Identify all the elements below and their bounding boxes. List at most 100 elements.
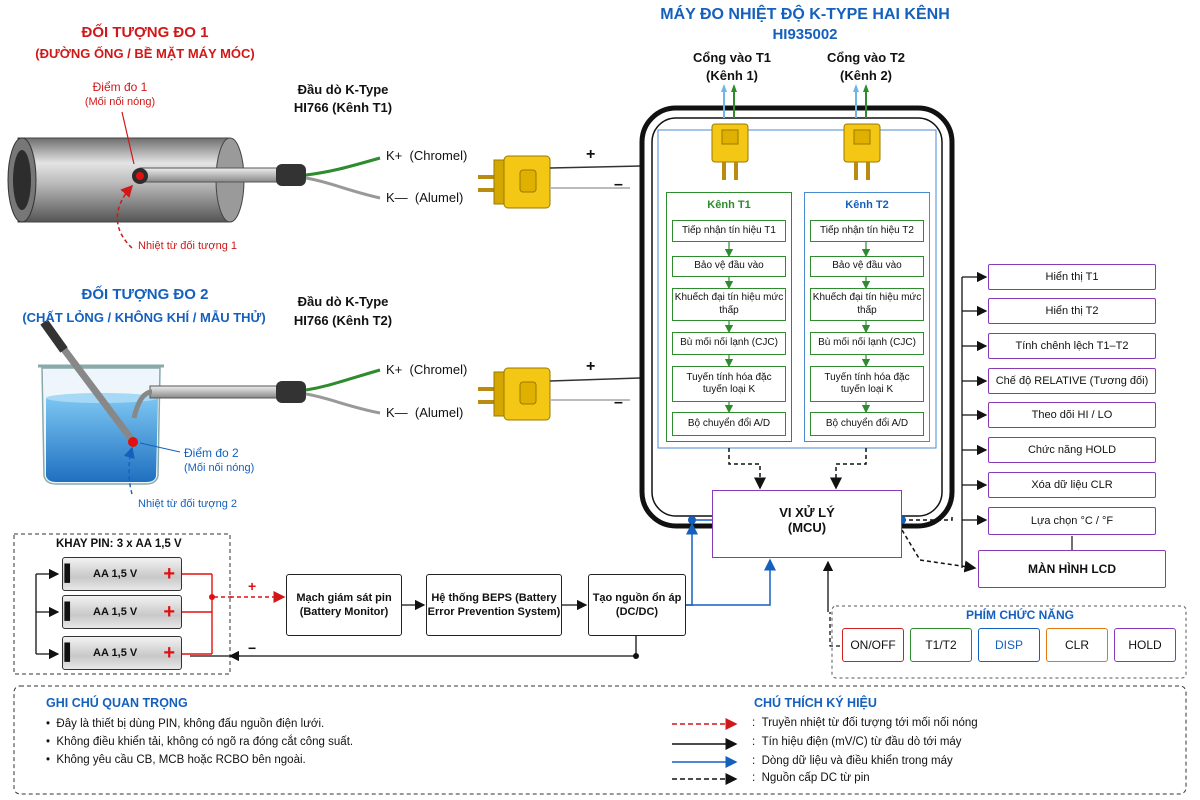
channel-t1-panel: Kênh T1 [666, 192, 792, 442]
t2-step-cjc: Bù mối nối lạnh (CJC) [810, 332, 924, 355]
legend-item-heat: : Truyền nhiệt từ đối tượng tới mối nối … [752, 717, 978, 729]
key-hold[interactable]: HOLD [1114, 628, 1176, 662]
battery-pos-icon: + [163, 600, 175, 623]
t2-step-amplify: Khuếch đại tín hiệu mức thấp [810, 288, 924, 321]
object2-heat-label: Nhiệt từ đối tượng 2 [138, 498, 237, 510]
battery-cell-2-label: AA 1,5 V [93, 606, 138, 618]
supply-plus: + [248, 578, 257, 594]
function-diff: Tính chênh lệch T1–T2 [988, 333, 1156, 359]
probe2-model: HI766 (Kênh T2) [293, 313, 393, 328]
mcu-subtitle: (MCU) [787, 520, 827, 535]
function-clr: Xóa dữ liệu CLR [988, 472, 1156, 498]
plug-t1-icon [478, 155, 641, 209]
battery-tray-title: KHAY PIN: 3 x AA 1,5 V [56, 538, 182, 550]
battery-cell-3: ▌ AA 1,5 V + [62, 636, 182, 670]
t1-step-amplify: Khuếch đại tín hiệu mức thấp [672, 288, 786, 321]
function-units: Lựa chọn °C / °F [988, 507, 1156, 535]
probe1-kminus: K— (Alumel) [386, 190, 463, 205]
legend-title: CHÚ THÍCH KÝ HIỆU [754, 696, 877, 710]
key-clr[interactable]: CLR [1046, 628, 1108, 662]
supply-minus: − [248, 640, 257, 656]
mcu-box: VI XỬ LÝ (MCU) [712, 490, 902, 558]
device-title: MÁY ĐO NHIỆT ĐỘ K-TYPE HAI KÊNH [660, 6, 950, 23]
legend-text-heat: Truyền nhiệt từ đối tượng tới mối nối nó… [761, 717, 978, 729]
t2-step-adc: Bộ chuyển đổi A/D [810, 412, 924, 436]
probe2-kplus-name: (Chromel) [409, 362, 468, 377]
beaker-illustration [38, 364, 164, 485]
function-display-t1: Hiển thị T1 [988, 264, 1156, 290]
battery-cell-2: ▌ AA 1,5 V + [62, 595, 182, 629]
channel-t1-title: Kênh T1 [707, 199, 751, 211]
key-onoff[interactable]: ON/OFF [842, 628, 904, 662]
plug1-plus: + [586, 146, 596, 163]
object2-point-sub: (Mối nối nóng) [184, 462, 255, 474]
function-relative: Chế độ RELATIVE (Tương đối) [988, 368, 1156, 394]
battery-cell-1: ▌ AA 1,5 V + [62, 557, 182, 591]
object1-title: ĐỐI TƯỢNG ĐO 1 [81, 24, 209, 41]
battery-monitor-box: Mạch giám sát pin (Battery Monitor) [286, 574, 402, 636]
port1-label: Cổng vào T1 [692, 50, 771, 65]
notes-list: • Đây là thiết bị dùng PIN, không đấu ng… [46, 718, 606, 772]
battery-neg-icon: ▌ [64, 603, 76, 620]
legend-item-signal: : Tín hiệu điện (mV/C) từ đầu dò tới máy [752, 736, 962, 748]
channel-t2-panel: Kênh T2 [804, 192, 930, 442]
port2-sub: (Kênh 2) [840, 68, 892, 83]
key-t1t2[interactable]: T1/T2 [910, 628, 972, 662]
probe1-kminus-name: (Alumel) [414, 190, 464, 205]
probe1-kplus: K+ (Chromel) [386, 148, 467, 163]
legend-item-power: : Nguồn cấp DC từ pin [752, 772, 870, 784]
probe1-kminus-sym: K— [386, 190, 408, 205]
probe2-title: Đầu dò K-Type [297, 294, 389, 309]
function-hilo: Theo dõi HI / LO [988, 402, 1156, 428]
probe1-model: HI766 (Kênh T1) [293, 100, 393, 115]
legend-item-data: : Dòng dữ liệu và điều khiển trong máy [752, 755, 953, 767]
object2-title: ĐỐI TƯỢNG ĐO 2 [81, 286, 209, 303]
port1-sub: (Kênh 1) [706, 68, 758, 83]
note-text-1: Đây là thiết bị dùng PIN, không đấu nguồ… [56, 718, 325, 730]
plug2-minus: – [614, 394, 623, 411]
t2-step-protect: Bảo vệ đầu vào [810, 256, 924, 277]
probe2-kminus-name: (Alumel) [414, 405, 464, 420]
t1-step-protect: Bảo vệ đầu vào [672, 256, 786, 277]
keys-title: PHÍM CHỨC NĂNG [966, 608, 1074, 622]
plug-t2-icon [478, 367, 641, 421]
probe2-kminus: K— (Alumel) [386, 405, 463, 420]
battery-neg-icon: ▌ [64, 644, 76, 661]
port2-label: Cổng vào T2 [826, 50, 905, 65]
object1-subtitle: (ĐƯỜNG ỐNG / BỀ MẶT MÁY MÓC) [35, 46, 255, 61]
function-display-t2: Hiển thị T2 [988, 298, 1156, 324]
t1-step-linearize: Tuyến tính hóa đặc tuyến loại K [672, 366, 786, 402]
note-item: • Không điều khiển tải, không có ngõ ra … [46, 736, 354, 748]
dcdc-box: Tạo nguồn ổn áp (DC/DC) [588, 574, 686, 636]
battery-cell-3-label: AA 1,5 V [93, 647, 138, 659]
plug2-plus: + [586, 358, 596, 375]
legend-text-power: Nguồn cấp DC từ pin [761, 772, 870, 784]
battery-pos-icon: + [163, 562, 175, 585]
probe2-kplus-sym: K+ [386, 362, 403, 377]
t1-step-receive: Tiếp nhận tín hiệu T1 [672, 220, 786, 242]
note-text-3: Không yêu cầu CB, MCB hoặc RCBO bên ngoà… [56, 754, 306, 766]
plug1-minus: – [614, 176, 623, 193]
note-item: • Đây là thiết bị dùng PIN, không đấu ng… [46, 718, 325, 730]
battery-neg-icon: ▌ [64, 565, 76, 582]
probe1-rod [132, 156, 381, 200]
object2-point-label: Điểm đo 2 [184, 446, 239, 460]
battery-pos-icon: + [163, 641, 175, 664]
port-t1-icon [711, 84, 749, 180]
object1-point-label: Điểm đo 1 [92, 80, 148, 94]
legend-text-signal: Tín hiệu điện (mV/C) từ đầu dò tới máy [761, 736, 962, 748]
key-disp[interactable]: DISP [978, 628, 1040, 662]
object2-subtitle: (CHẤT LỎNG / KHÔNG KHÍ / MẪU THỬ) [22, 310, 266, 325]
note-item: • Không yêu cầu CB, MCB hoặc RCBO bên ng… [46, 754, 306, 766]
probe2-kminus-sym: K— [386, 405, 408, 420]
notes-title: GHI CHÚ QUAN TRỌNG [46, 696, 188, 710]
beps-box: Hệ thống BEPS (Battery Error Prevention … [426, 574, 562, 636]
probe1-kplus-sym: K+ [386, 148, 403, 163]
mcu-title: VI XỬ LÝ [779, 505, 835, 520]
object1-heat-label: Nhiệt từ đối tượng 1 [138, 240, 237, 252]
legend-text-data: Dòng dữ liệu và điều khiển trong máy [761, 755, 953, 767]
t2-step-linearize: Tuyến tính hóa đặc tuyến loại K [810, 366, 924, 402]
note-text-2: Không điều khiển tải, không có ngõ ra đó… [56, 736, 354, 748]
probe1-kplus-name: (Chromel) [409, 148, 468, 163]
